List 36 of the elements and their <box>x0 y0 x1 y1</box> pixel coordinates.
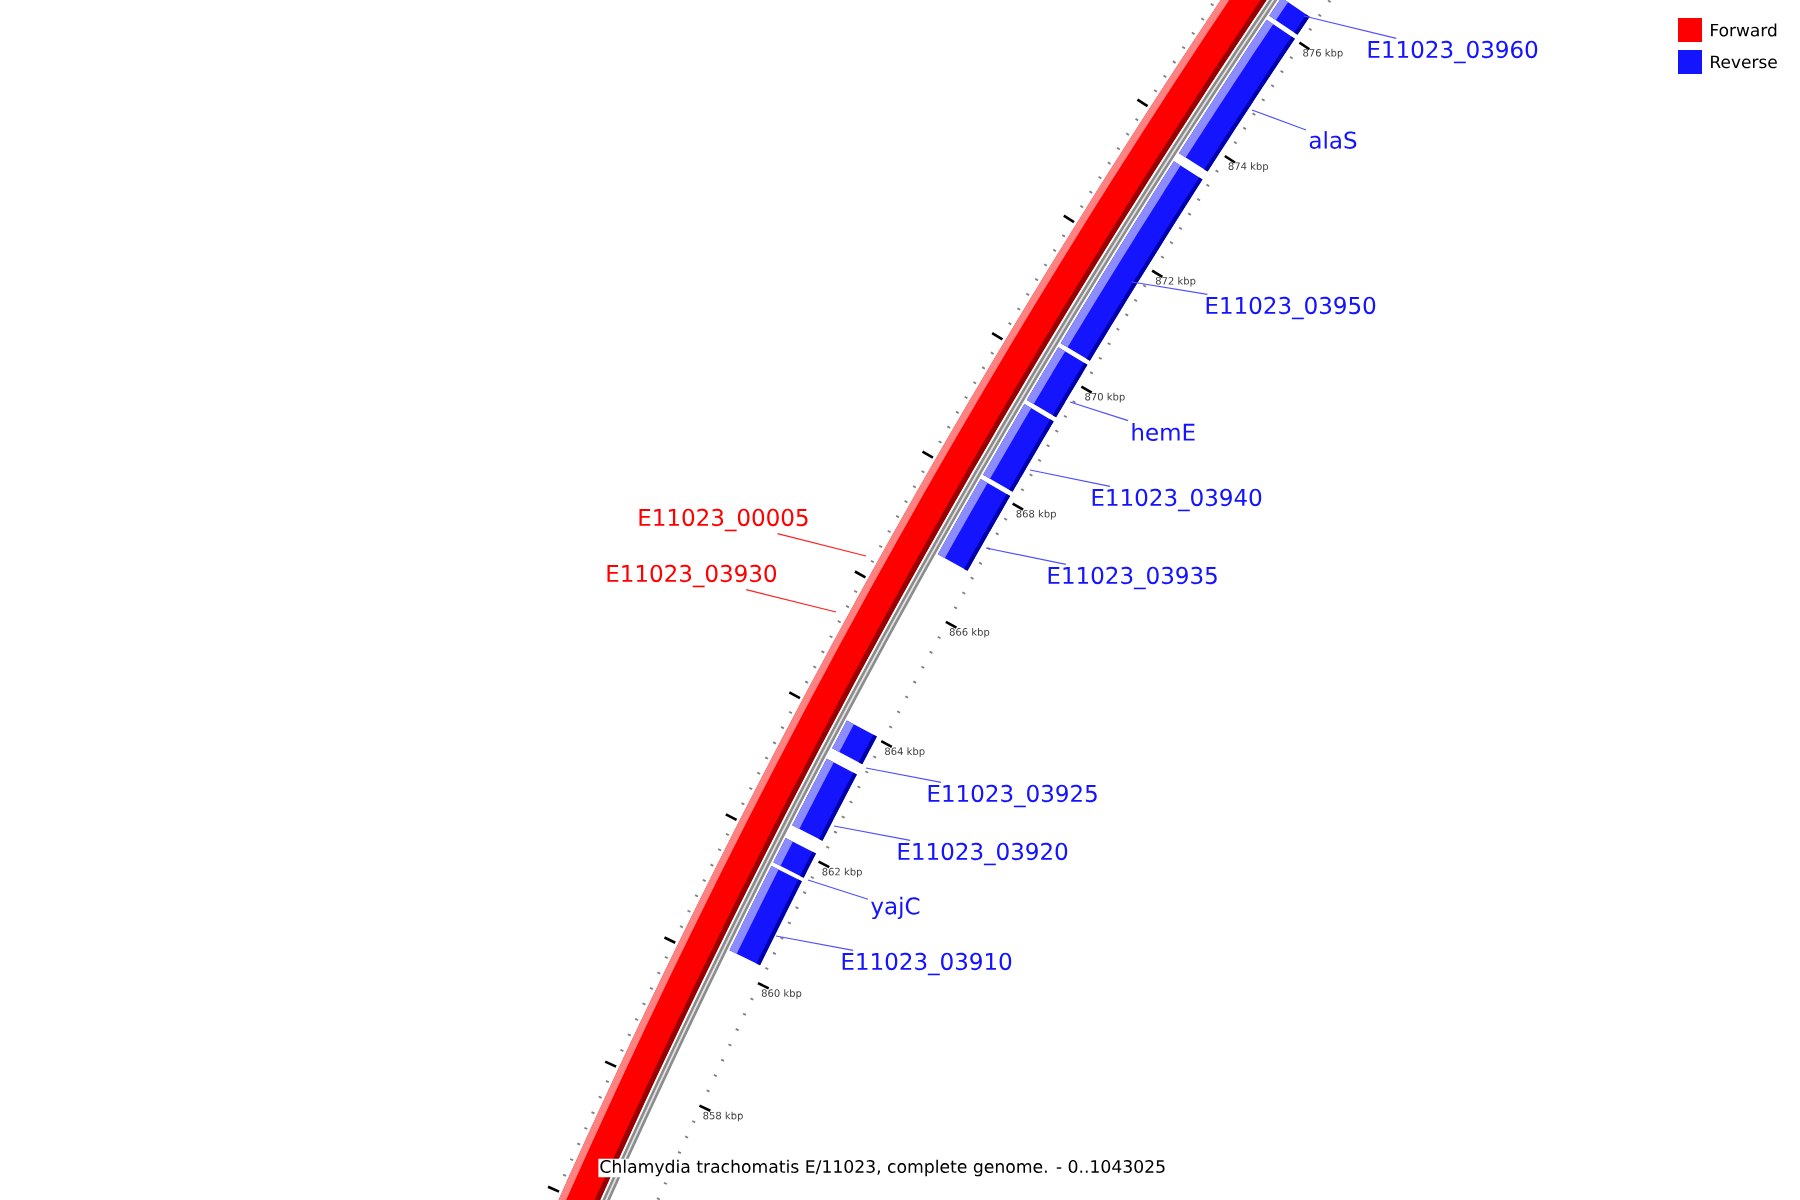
leader-line <box>1069 401 1129 422</box>
gene-block <box>1179 19 1295 172</box>
leader-line <box>745 589 837 613</box>
leader-line <box>776 533 867 557</box>
gene-block <box>937 478 1011 571</box>
caption: Chlamydia trachomatis E/11023, complete genome. - 0..1043025 <box>598 1158 1168 1178</box>
leader-line <box>775 935 854 951</box>
gene-label: E11023_03910 <box>842 952 1012 976</box>
gene-label: yajC <box>871 896 920 920</box>
gene-block <box>792 758 857 841</box>
gene-label: E11023_00005 <box>639 508 808 532</box>
leader-line <box>865 767 942 783</box>
gene-label: hemE <box>1132 423 1195 441</box>
gene-block <box>773 838 816 878</box>
gene-label: E11023_03925 <box>928 784 1097 808</box>
leader-line <box>1131 281 1208 295</box>
leader-line <box>833 825 911 841</box>
legend-label: Forward <box>1711 23 1777 37</box>
gene-block <box>729 866 802 966</box>
leader-line <box>807 879 869 900</box>
leader-line <box>985 547 1067 565</box>
gene-block <box>1026 347 1088 418</box>
gene-label: E11023_03920 <box>898 842 1068 866</box>
legend-label: Reverse <box>1711 55 1777 69</box>
leader-line <box>1303 15 1397 39</box>
leader-line <box>1029 469 1111 487</box>
gene-label: E11023_03960 <box>1368 40 1538 64</box>
leader-line <box>1251 109 1307 131</box>
gene-label: E11023_03930 <box>607 564 777 588</box>
gene-block <box>1060 161 1203 361</box>
gene-block <box>983 404 1054 492</box>
gene-label: alaS <box>1309 131 1357 149</box>
gene-block <box>832 720 877 765</box>
gene-label: E11023_03940 <box>1092 488 1262 512</box>
gene-label: E11023_03935 <box>1048 566 1217 590</box>
gene-label: E11023_03950 <box>1206 296 1376 320</box>
